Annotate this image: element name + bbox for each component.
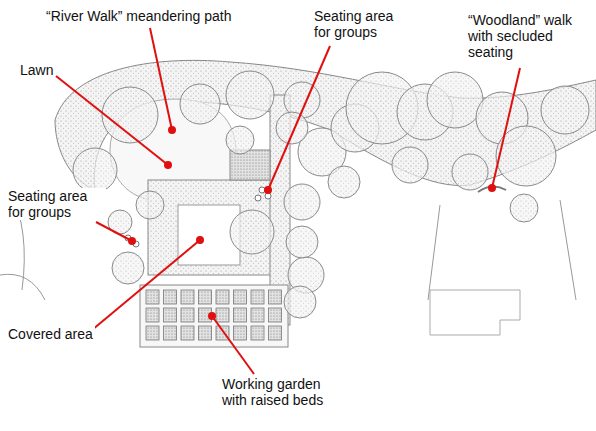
tree-canopy [328,166,360,198]
raised-bed [216,308,229,322]
tree-canopy [286,226,318,258]
seating [125,186,506,247]
raised-bed [181,308,194,322]
raised-bed [251,308,264,322]
callout-label: “Woodland” walk with secluded seating [466,12,588,60]
raised-bed [269,308,282,322]
tree-canopy [510,194,538,222]
raised-bed [269,290,282,304]
raised-beds [146,290,282,340]
raised-bed [146,308,159,322]
raised-bed [251,290,264,304]
callout-label: Seating area for groups [312,8,412,40]
raised-bed [251,326,264,340]
paving [148,180,288,275]
building-outline [430,290,520,335]
raised-bed [146,326,159,340]
tree-canopy [284,286,316,318]
raised-bed [181,290,194,304]
callout-label: “River Walk” meandering path [44,8,233,24]
raised-bed [181,326,194,340]
tree-canopy [392,147,428,183]
raised-bed [269,326,282,340]
tree-canopy [136,191,164,219]
site-line [428,200,576,300]
tree-canopy [73,148,117,192]
tree-canopy [180,84,220,124]
callout-label: Covered area [6,326,95,342]
tree-canopy [230,210,274,254]
tree-canopy [226,71,274,119]
raised-bed [199,290,212,304]
site-edge [0,274,45,300]
raised-bed [164,326,177,340]
raised-bed [216,290,229,304]
tree-canopy [541,86,589,134]
working-garden [140,285,288,347]
tree-canopy [112,252,144,284]
raised-bed [234,290,247,304]
tree-canopy [226,126,254,154]
tree-canopy [284,184,320,220]
raised-bed [164,308,177,322]
raised-bed [146,290,159,304]
terrace [230,150,270,180]
callout-label: Seating area for groups [6,188,106,220]
tree-canopy [452,154,488,190]
raised-bed [164,290,177,304]
callout-label: Working garden with raised beds [220,376,348,408]
callout-label: Lawn [18,62,55,78]
tree-canopy [276,112,308,144]
raised-bed [199,326,212,340]
leader-lines [56,28,520,374]
raised-bed [234,326,247,340]
tree-canopy [427,72,483,128]
raised-bed [234,308,247,322]
